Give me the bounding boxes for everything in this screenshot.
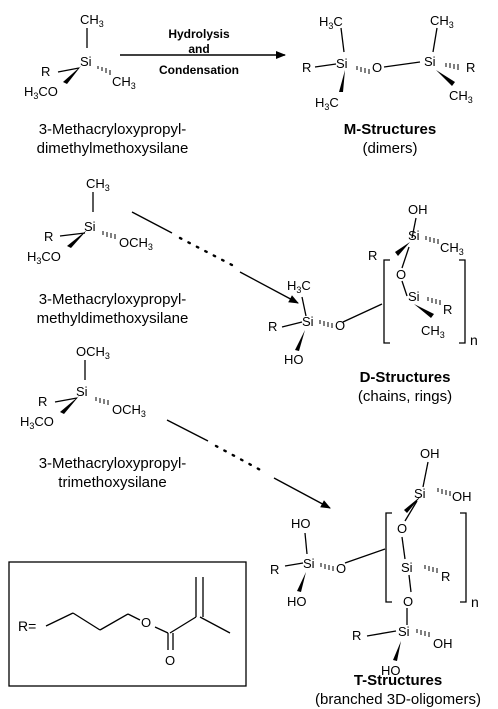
ms-right-si: Si xyxy=(424,54,436,69)
ms-right-r: R xyxy=(466,60,475,75)
ds-ring-r: R xyxy=(443,302,452,317)
ts-left-si: Si xyxy=(303,556,315,571)
ms-left-bottom-h3c: H3C xyxy=(315,95,339,112)
t-structure-molecule xyxy=(284,461,467,661)
d-si: Si xyxy=(84,219,96,234)
m-structure-molecule xyxy=(314,27,459,92)
m-right-ch3: CH3 xyxy=(112,74,136,91)
ts-ring-o: O xyxy=(397,521,407,536)
ds-top-oh: OH xyxy=(408,202,428,217)
ts-left-o: O xyxy=(336,561,346,576)
ms-right-ch3: CH3 xyxy=(449,88,473,105)
precursor-t-line2: trimethoxysilane xyxy=(58,474,167,491)
t-structures-caption: T-Structures (branched 3D-oligomers) xyxy=(300,671,496,709)
ts-top-right-oh: OH xyxy=(452,489,472,504)
m-structures-caption: M-Structures (dimers) xyxy=(320,120,460,158)
ts-left-bottom-ho: HO xyxy=(287,594,307,609)
precursor-t-line1: 3-Methacryloxypropyl- xyxy=(38,455,187,472)
ts-bottom-right-oh: OH xyxy=(433,636,453,651)
m-h3co: H3CO xyxy=(24,84,58,101)
t-structures-desc: (branched 3D-oligomers) xyxy=(315,691,481,708)
ts-bottom-si: Si xyxy=(398,624,410,639)
precursor-d-line2: methyldimethoxysilane xyxy=(36,310,189,327)
ds-ring-ch3: CH3 xyxy=(421,323,445,340)
precursor-d-molecule xyxy=(59,192,116,248)
ms-right-top-ch3: CH3 xyxy=(430,13,454,30)
m-top-ch3: CH3 xyxy=(80,12,104,29)
ds-left-o: O xyxy=(335,318,345,333)
r-group-carbonyl-o: O xyxy=(165,653,175,668)
d-structure-molecule xyxy=(281,217,466,351)
ts-bottom-ho: HO xyxy=(381,663,401,678)
precursor-m-molecule xyxy=(57,28,111,84)
ds-left-h3c: H3C xyxy=(287,278,311,295)
precursor-t-molecule xyxy=(54,360,109,414)
ds-ring-si: Si xyxy=(408,289,420,304)
ds-n: n xyxy=(470,332,478,348)
arrow-label-line1: Hydrolysis xyxy=(168,27,230,41)
ms-bridge-o: O xyxy=(372,60,382,75)
precursor-t-caption: 3-Methacryloxypropyl- trimethoxysilane xyxy=(15,454,210,492)
precursor-m-caption: 3-Methacryloxypropyl- dimethylmethoxysil… xyxy=(15,120,210,158)
ds-top-si: Si xyxy=(408,228,420,243)
t-r: R xyxy=(38,394,47,409)
t-h3co: H3CO xyxy=(20,414,54,431)
d-structures-desc: (chains, rings) xyxy=(357,388,453,405)
ms-left-h3c: H3C xyxy=(319,14,343,31)
m-r: R xyxy=(41,64,50,79)
precursor-m-line1: 3-Methacryloxypropyl- xyxy=(38,121,187,138)
m-si: Si xyxy=(80,54,92,69)
t-si: Si xyxy=(76,384,88,399)
precursor-d-line1: 3-Methacryloxypropyl- xyxy=(38,291,187,308)
ts-left-r: R xyxy=(270,562,279,577)
d-structures-caption: D-Structures (chains, rings) xyxy=(320,368,490,406)
t-top-och3: OCH3 xyxy=(76,344,110,361)
d-h3co: H3CO xyxy=(27,249,61,266)
r-group-structure xyxy=(45,577,231,650)
r-group-ester-o: O xyxy=(141,615,151,630)
t-structures-title: T-Structures xyxy=(353,672,443,689)
r-group-label: R= xyxy=(18,618,36,634)
precursor-m-line2: dimethylmethoxysilane xyxy=(36,140,189,157)
ts-ring-r: R xyxy=(441,569,450,584)
ds-top-r: R xyxy=(368,248,377,263)
d-dotted-arrow xyxy=(131,211,299,304)
m-structures-desc: (dimers) xyxy=(362,140,418,157)
d-r: R xyxy=(44,229,53,244)
ts-lower-o: O xyxy=(403,594,413,609)
precursor-d-caption: 3-Methacryloxypropyl- methyldimethoxysil… xyxy=(15,290,210,328)
arrow-label-line2: and xyxy=(188,42,209,56)
ts-left-top-ho: HO xyxy=(291,516,311,531)
d-top-ch3: CH3 xyxy=(86,176,110,193)
d-och3: OCH3 xyxy=(119,235,153,252)
ts-ring-si: Si xyxy=(401,560,413,575)
m-structures-title: M-Structures xyxy=(343,121,437,138)
ms-left-r: R xyxy=(302,60,311,75)
ts-bottom-r: R xyxy=(352,628,361,643)
ts-n: n xyxy=(471,594,479,610)
r-group-legend-box xyxy=(8,561,247,687)
ts-top-si: Si xyxy=(414,486,426,501)
ds-top-ch3: CH3 xyxy=(440,240,464,257)
ds-ring-o: O xyxy=(396,267,406,282)
ts-top-oh: OH xyxy=(420,446,440,461)
arrow-label-line3: Condensation xyxy=(159,63,239,77)
t-dotted-arrow xyxy=(166,419,331,509)
ds-left-r: R xyxy=(268,319,277,334)
ds-left-ho: HO xyxy=(284,352,304,367)
ms-left-si: Si xyxy=(336,56,348,71)
ds-left-si: Si xyxy=(302,314,314,329)
t-right-och3: OCH3 xyxy=(112,402,146,419)
d-structures-title: D-Structures xyxy=(359,369,451,386)
